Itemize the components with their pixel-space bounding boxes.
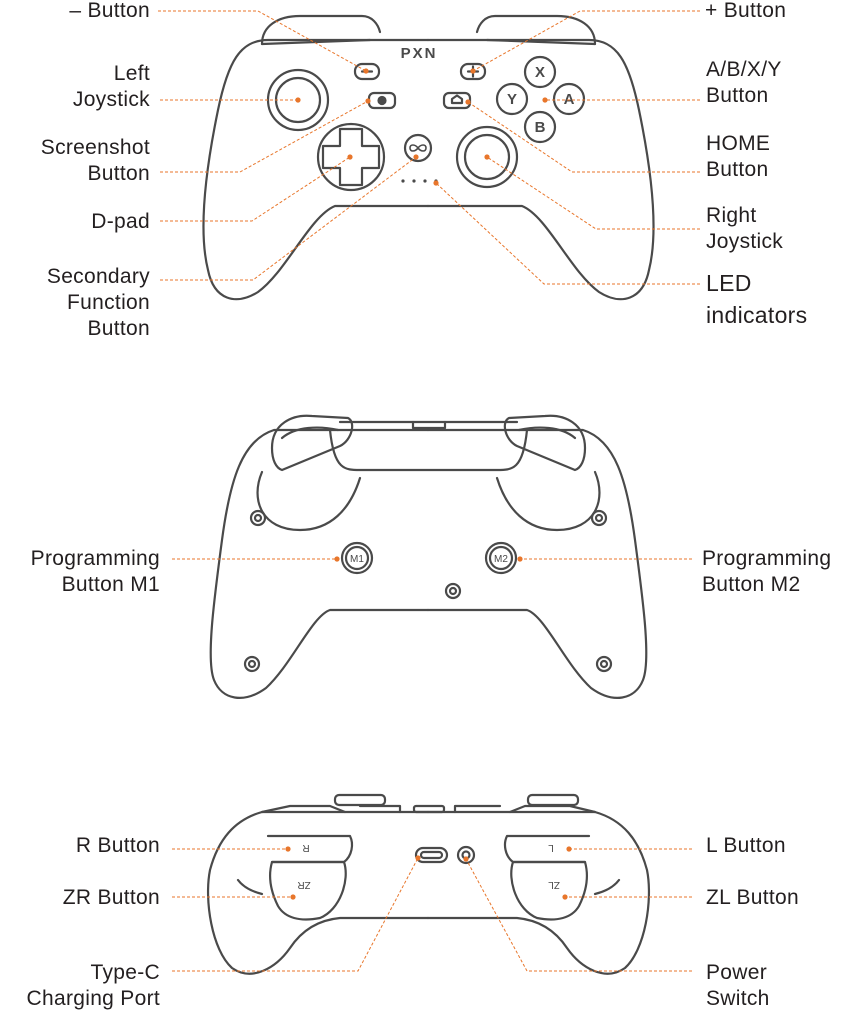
m1-mark: M1 <box>350 554 364 565</box>
dpad <box>316 122 386 192</box>
r-mark: R <box>302 842 309 853</box>
label-programming-m1: Programming Button M1 <box>30 547 160 596</box>
label-r-button: R Button <box>75 834 160 857</box>
label-minus-button: – Button <box>69 0 150 22</box>
leader-led <box>435 182 700 285</box>
leader-lines <box>158 10 700 972</box>
right-joystick <box>455 125 519 189</box>
face-mark-b: B <box>535 119 546 136</box>
m2-button <box>484 541 518 575</box>
leader-type-c <box>172 857 419 972</box>
leader-home <box>467 101 700 173</box>
leader-minus <box>158 10 367 72</box>
label-left-joystick: Left Joystick <box>72 62 150 111</box>
label-abxy-button: A/B/X/Y Button <box>706 58 782 107</box>
zr-mark: ZR <box>297 879 310 890</box>
leader-right-joystick <box>486 156 700 230</box>
label-home-button: HOME Button <box>706 132 771 181</box>
controller-back-view: M1 M2 <box>209 414 648 699</box>
led-indicators <box>401 179 438 183</box>
leader-power <box>465 858 692 972</box>
controller-front-view: X Y A B PXN <box>202 14 655 301</box>
label-zr-button: ZR Button <box>62 886 160 909</box>
secondary-function-button <box>403 133 433 163</box>
type-c-port <box>414 846 449 864</box>
leader-dpad <box>160 156 351 222</box>
leader-dots <box>285 68 572 900</box>
label-type-c-port: Type-C Charging Port <box>26 961 160 1010</box>
l-mark: L <box>548 842 554 853</box>
screenshot-button <box>367 91 397 110</box>
m1-button <box>340 541 374 575</box>
back-screws <box>243 509 613 673</box>
label-power-switch: Power Switch <box>706 961 770 1010</box>
controller-top-view: R ZR L ZL <box>207 793 650 975</box>
face-mark-y: Y <box>507 91 517 108</box>
brand-logo: PXN <box>401 45 438 62</box>
label-right-joystick: Right Joystick <box>706 204 784 253</box>
face-mark-x: X <box>535 64 545 81</box>
leader-plus <box>472 10 700 72</box>
abxy-buttons <box>495 55 586 144</box>
label-dpad: D-pad <box>91 210 150 233</box>
label-zl-button: ZL Button <box>706 886 799 909</box>
label-l-button: L Button <box>706 834 786 857</box>
label-led-indicators: LED indicators <box>706 270 808 328</box>
zl-mark: ZL <box>548 879 560 890</box>
label-plus-button: + Button <box>705 0 787 22</box>
leader-secondary <box>160 156 417 281</box>
leader-screenshot <box>160 100 369 173</box>
label-secondary-function: Secondary Function Button <box>46 265 150 340</box>
m2-mark: M2 <box>494 554 508 565</box>
label-programming-m2: Programming Button M2 <box>702 547 832 596</box>
label-screenshot-button: Screenshot Button <box>40 136 150 185</box>
